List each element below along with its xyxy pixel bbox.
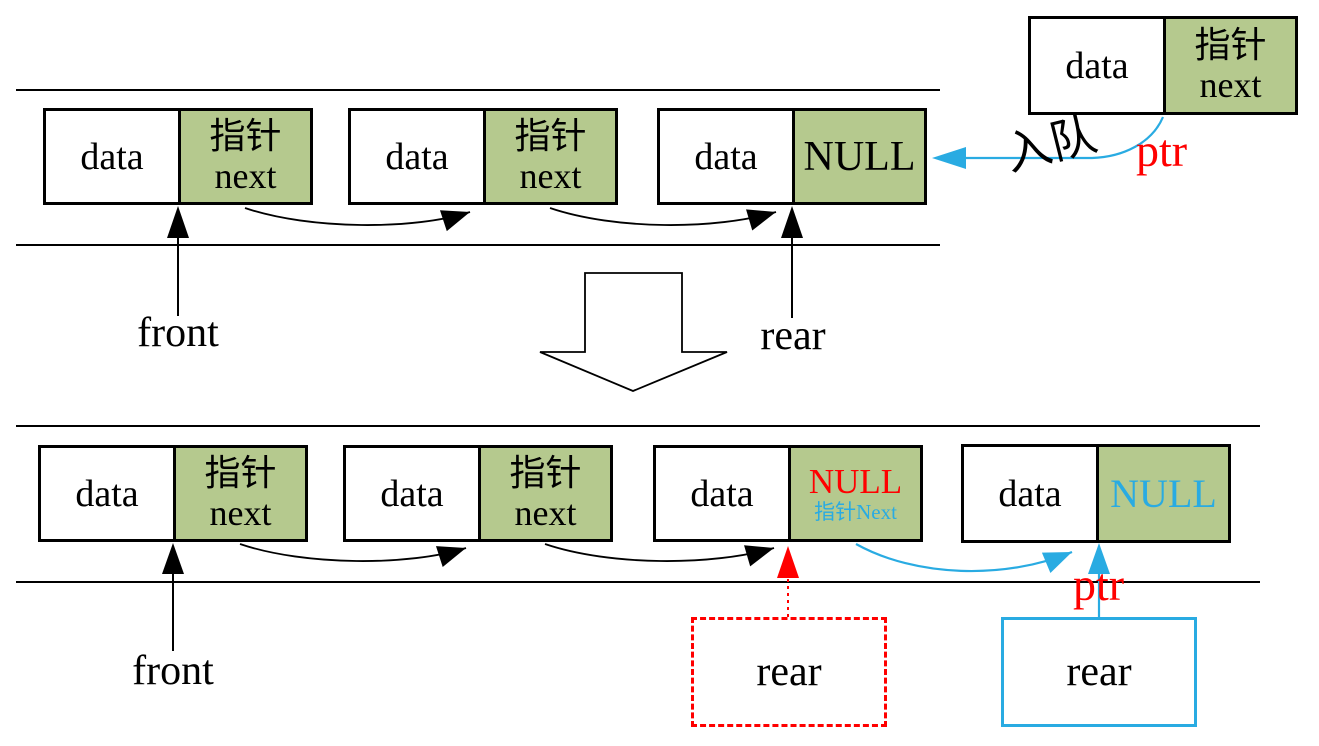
next-pointer-arrow-top-1 [244,207,471,232]
pointer-label-cn: 指针 [1194,24,1267,65]
new-node: data 指针 next [1028,16,1298,115]
next-pointer-arrow-top-2 [549,207,777,231]
top-node-3-data-cell: data [660,111,792,202]
pointer-label-cn: 指针 [204,452,277,493]
pointer-label-en: next [1199,64,1262,105]
transition-down-arrow [539,272,728,392]
old-rear-arrowhead [777,546,799,578]
pointer-label-en: next [214,155,277,196]
enqueue-label: 入队 [1000,108,1102,181]
top-node-1-pointer-cell: 指针 next [178,111,310,202]
next-pointer-arrow-bottom-2 [544,543,775,567]
bottom-node-2-pointer-cell: 指针 next [478,448,610,539]
front-arrowhead-bottom [162,543,184,574]
next-pointer-arrow-bottom-1 [239,543,467,568]
pointer-label-en: next [519,155,582,196]
ptr-label-top: ptr [1136,125,1188,176]
rear-label-top: rear [760,313,826,359]
new-node-pointer-cell: 指针 next [1163,19,1295,112]
old-rear-label: rear [756,649,822,695]
top-node-1-data-cell: data [46,111,178,202]
ptr-label-bottom: ptr [1073,559,1125,610]
old-null-label: NULL [808,462,903,502]
top-node-2-pointer-cell: 指针 next [483,111,615,202]
new-next-pointer-arrow-blue [855,543,1073,573]
top-node-3-null-cell: NULL [792,111,924,202]
old-rear-box: rear [691,617,887,727]
rear-arrowhead-top [781,206,803,238]
front-arrowhead-top [167,206,189,238]
pointer-label-cn: 指针 [209,115,282,156]
pointer-label-cn: 指针 [509,452,582,493]
top-node-1: data 指针 next [43,108,313,205]
bottom-node-2-data-cell: data [346,448,478,539]
bottom-node-1-pointer-cell: 指针 next [173,448,305,539]
enqueue-arrowhead [932,147,966,169]
pointer-label-cn: 指针 [514,115,587,156]
front-label-top: front [137,310,219,356]
bottom-node-4-data-cell: data [964,447,1096,540]
new-node-data-cell: data [1031,19,1163,112]
bottom-node-3-pointer-cell: NULL 指针Next [788,448,920,539]
pointer-label-en: next [514,492,577,533]
top-node-3: data NULL [657,108,927,205]
top-node-2-data-cell: data [351,111,483,202]
new-rear-box: rear [1001,617,1197,727]
bottom-node-1-data-cell: data [41,448,173,539]
bottom-node-4: data NULL [961,444,1231,543]
null-label-blue: NULL [1110,471,1217,516]
new-rear-label: rear [1066,649,1132,695]
pointer-label-en: next [209,492,272,533]
bottom-node-2: data 指针 next [343,445,613,542]
front-label-bottom: front [132,648,214,694]
bottom-node-3: data NULL 指针Next [653,445,923,542]
bottom-node-4-null-cell: NULL [1096,447,1228,540]
bottom-node-1: data 指针 next [38,445,308,542]
bottom-node-3-data-cell: data [656,448,788,539]
top-node-2: data 指针 next [348,108,618,205]
new-pointer-label: 指针Next [814,499,897,524]
